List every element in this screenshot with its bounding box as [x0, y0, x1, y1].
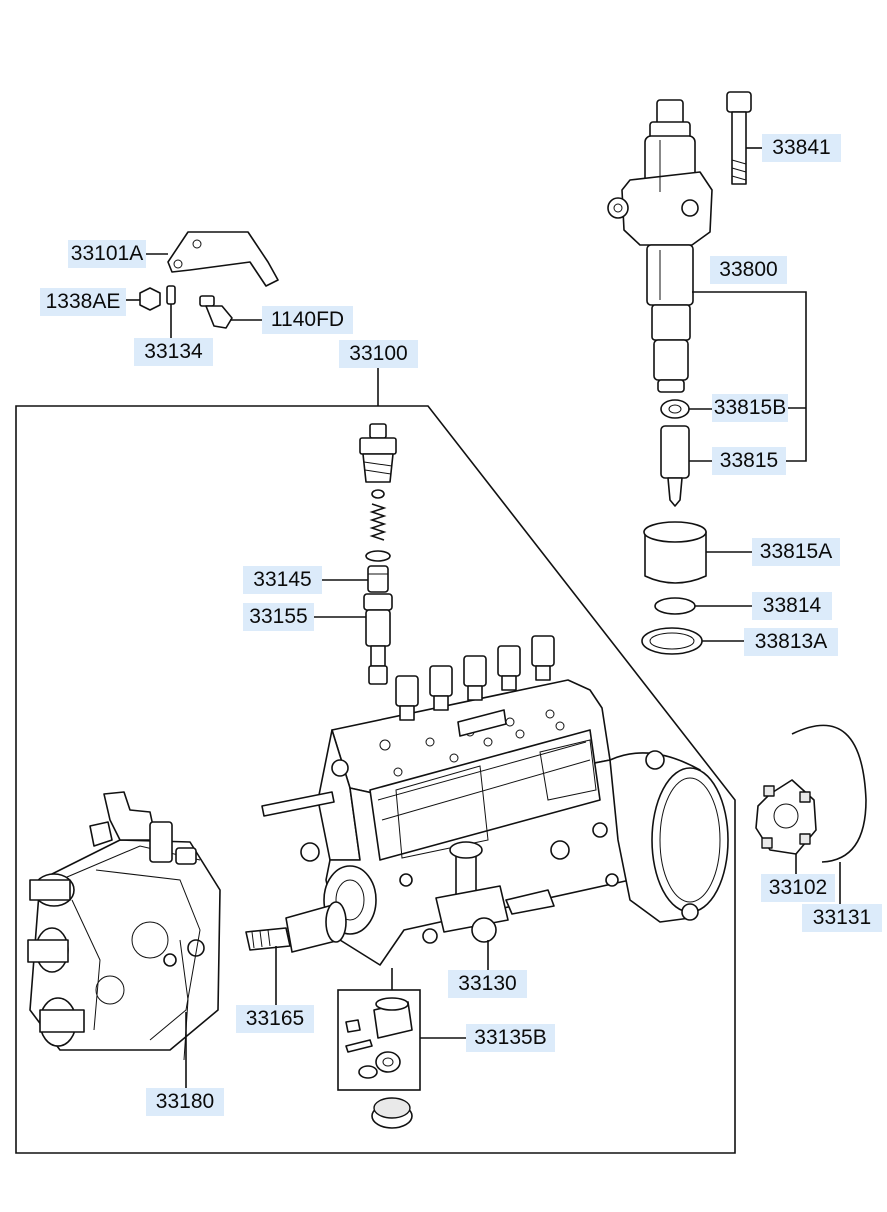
injection-nozzle — [660, 425, 690, 507]
valve-kit-parts — [345, 997, 413, 1079]
hex-nut — [139, 287, 161, 311]
injector-bolt — [726, 91, 752, 185]
assembly-boundary-frame — [15, 405, 736, 1154]
part-callout-33180[interactable]: 33180 — [146, 1088, 224, 1116]
part-callout-33841[interactable]: 33841 — [762, 134, 841, 162]
injector-nozzle-holder — [607, 99, 713, 393]
part-callout-33102[interactable]: 33102 — [761, 874, 835, 902]
leader-33800-bracket — [692, 291, 807, 462]
nozzle-sleeve — [643, 521, 707, 584]
valve-kit-box — [337, 989, 421, 1091]
coupling — [755, 779, 817, 855]
banjo-bolt — [199, 295, 233, 329]
governor-assembly — [27, 791, 221, 1061]
stud — [166, 285, 176, 305]
part-callout-33815[interactable]: 33815 — [712, 447, 786, 475]
part-callout-33145[interactable]: 33145 — [243, 566, 322, 594]
delivery-valve-spring — [369, 503, 387, 541]
part-callout-33101A[interactable]: 33101A — [68, 240, 146, 268]
mounting-bracket — [167, 231, 279, 287]
delivery-valve-holder — [359, 423, 397, 483]
injection-pump-body — [261, 679, 729, 966]
delivery-valve — [367, 565, 389, 593]
gasket-ring — [654, 597, 696, 615]
part-callout-33135B[interactable]: 33135B — [466, 1024, 555, 1052]
delivery-valve-holders-row — [395, 635, 555, 721]
part-callout-33165[interactable]: 33165 — [236, 1005, 314, 1033]
part-callout-33155[interactable]: 33155 — [243, 603, 314, 631]
part-callout-33813A[interactable]: 33813A — [744, 628, 838, 656]
part-callout-33130[interactable]: 33130 — [448, 970, 527, 998]
coupling-disc — [791, 724, 867, 863]
drive-shaft — [245, 901, 347, 953]
part-callout-1338AE[interactable]: 1338AE — [40, 288, 126, 316]
part-callout-33131[interactable]: 33131 — [802, 904, 882, 932]
plug-cap — [371, 1097, 413, 1129]
part-callout-33815A[interactable]: 33815A — [752, 538, 840, 566]
o-ring-small — [371, 489, 385, 499]
part-callout-33134[interactable]: 33134 — [134, 338, 213, 366]
nozzle-washer — [660, 399, 690, 419]
valve-gasket — [365, 550, 391, 562]
part-callout-33814[interactable]: 33814 — [752, 592, 832, 620]
part-callout-33815B[interactable]: 33815B — [712, 394, 788, 422]
part-callout-1140FD[interactable]: 1140FD — [262, 306, 353, 334]
seal-ring — [641, 627, 703, 655]
plunger-barrel — [363, 593, 393, 685]
part-callout-33100[interactable]: 33100 — [339, 340, 418, 368]
part-callout-33800[interactable]: 33800 — [710, 256, 787, 284]
